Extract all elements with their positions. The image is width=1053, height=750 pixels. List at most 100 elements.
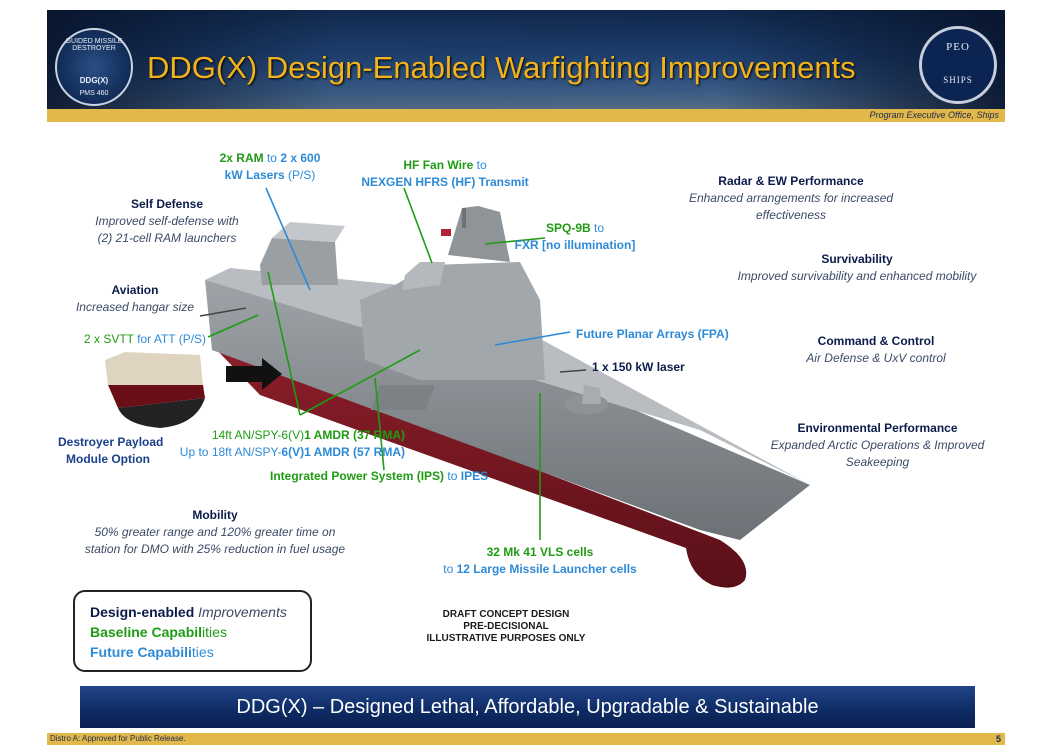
survivability-line: Improved survivability and enhanced mobi… [737, 269, 977, 283]
mast-antenna [462, 208, 466, 228]
leader-svtt [207, 314, 259, 338]
spq-to: to [590, 221, 605, 235]
amdr-callout: 14ft AN/SPY-6(V)1 AMDR (37 RMA) Up to 18… [160, 427, 405, 461]
ips-ipes: IPES [460, 469, 489, 483]
lasers-600: 2 x 600 [280, 151, 321, 165]
legend-baseline-regular: ities [202, 624, 227, 640]
tagline-text: DDG(X) – Designed Lethal, Affordable, Up… [236, 696, 819, 718]
vls-callout: 32 Mk 41 VLS cells to 12 Large Missile L… [430, 544, 650, 578]
leader-fpa [494, 331, 571, 346]
survivability-callout: Survivability Improved survivability and… [712, 251, 1002, 285]
banner-background [47, 10, 1005, 122]
banner-subtitle: Program Executive Office, Ships [869, 110, 999, 120]
hf-to: to [473, 158, 487, 172]
mobility-line1: 50% greater range and 120% greater time … [94, 525, 336, 539]
legend-improvements-italic: Improvements [194, 604, 287, 620]
leader-lines [207, 187, 546, 540]
self-defense-line2: (2) 21-cell RAM launchers [97, 231, 237, 245]
legend-improvements-bold: Design-enabled [90, 604, 195, 620]
mobility-heading: Mobility [192, 508, 238, 522]
payload-module-top [105, 352, 203, 385]
leader-lines-future [265, 187, 571, 346]
draft-line1: DRAFT CONCEPT DESIGN [442, 609, 570, 620]
svtt-att: ATT [153, 332, 176, 346]
leader-hf [403, 187, 433, 264]
amdr-18ft: 18ft AN/SPY- [211, 445, 282, 459]
payload-line2: Module Option [66, 452, 150, 466]
banner-gold-strip [47, 109, 1005, 122]
page-title: DDG(X) Design-Enabled Warfighting Improv… [147, 50, 856, 85]
self-defense-line1: Improved self-defense with [95, 214, 239, 228]
flag [441, 229, 451, 236]
draft-line2: PRE-DECISIONAL [463, 621, 549, 632]
arrow-icon [226, 358, 282, 390]
amdr-upto: Up to [179, 445, 212, 459]
ddgx-seal: GUIDED MISSILE DESTROYER DDG(X) PMS 460 [55, 28, 133, 106]
legend-box: Design-enabled Improvements Baseline Cap… [73, 590, 312, 672]
payload-module-red [108, 385, 205, 408]
spq-callout: SPQ-9B to FXR [no illumination] [505, 220, 645, 254]
mast [448, 206, 510, 262]
hf-callout: HF Fan Wire to NEXGEN HFRS (HF) Transmit [360, 157, 530, 191]
amdr-57: 1 AMDR (57 RMA) [304, 445, 405, 459]
svtt-callout: 2 x SVTT for ATT (P/S) [84, 331, 206, 348]
legend-baseline-bold: Baseline Capabil [90, 624, 203, 640]
mobility-line2: station for DMO with 25% reduction in fu… [84, 542, 346, 556]
leader-laser150 [559, 369, 587, 373]
radar-line2: effectiveness [755, 208, 827, 222]
svtt-ps: (P/S) [175, 332, 207, 346]
lasers-ram: 2x RAM [219, 151, 264, 165]
header-banner: GUIDED MISSILE DESTROYER DDG(X) PMS 460 … [47, 10, 1005, 122]
draft-notice: DRAFT CONCEPT DESIGN PRE-DECISIONAL ILLU… [406, 609, 606, 645]
spq-9b: SPQ-9B [545, 221, 591, 235]
leader-lines-improvement [199, 307, 587, 373]
lasers-to: to [263, 151, 281, 165]
payload-module-base [118, 398, 205, 428]
environmental-heading: Environmental Performance [797, 421, 958, 435]
payload-line1: Destroyer Payload [58, 435, 164, 449]
seal-mid-text: DDG(X) [79, 76, 109, 85]
vls-baseline: 32 Mk 41 VLS cells [486, 545, 594, 559]
hull-lower-red [212, 345, 747, 588]
vls-future: 12 Large Missile Launcher cells [456, 562, 637, 576]
draft-line3: ILLUSTRATIVE PURPOSES ONLY [426, 633, 586, 644]
footer-strip: Distro A: Approved for Public Release. 5 [47, 733, 1005, 745]
self-defense-heading: Self Defense [130, 197, 204, 211]
vls-to: to [443, 562, 457, 576]
mobility-callout: Mobility 50% greater range and 120% grea… [60, 507, 370, 558]
leader-amdr-fwd [299, 349, 421, 416]
peo-ships-logo: PEO SHIPS [919, 26, 997, 104]
aviation-heading: Aviation [111, 283, 159, 297]
page-number: 5 [995, 734, 1001, 744]
seal-top-text: GUIDED MISSILE DESTROYER [65, 38, 123, 52]
environmental-line1: Expanded Arctic Operations & Improved [770, 438, 985, 452]
spq-fxr: FXR [no illumination] [514, 238, 636, 252]
fpa-callout: Future Planar Arrays (FPA) [576, 327, 729, 341]
distribution-statement: Distro A: Approved for Public Release. [50, 734, 186, 743]
environmental-callout: Environmental Performance Expanded Arcti… [755, 420, 1000, 471]
amdr-37: 1 AMDR (37 RMA) [304, 428, 405, 442]
command-line: Air Defense & UxV control [806, 351, 946, 365]
command-callout: Command & Control Air Defense & UxV cont… [766, 333, 986, 367]
aft-deckhouse-top [272, 222, 345, 242]
environmental-line2: Seakeeping [845, 455, 910, 469]
peo-bottom-text: SHIPS [943, 75, 973, 85]
radar-callout: Radar & EW Performance Enhanced arrangem… [676, 173, 906, 224]
legend-baseline: Baseline Capabilities [90, 623, 227, 642]
leader-aviation [199, 307, 247, 317]
ips-to: to [444, 469, 461, 483]
lasers-ps: (P/S) [284, 168, 316, 182]
gun-turret [582, 385, 601, 404]
radar-heading: Radar & EW Performance [718, 174, 864, 188]
legend-future: Future Capabilities [90, 643, 214, 662]
tagline-bar: DDG(X) – Designed Lethal, Affordable, Up… [80, 686, 975, 728]
aviation-callout: Aviation Increased hangar size [60, 282, 210, 316]
hf-nexgen: NEXGEN HFRS (HF) Transmit [361, 175, 529, 189]
lasers-kw: kW Lasers [224, 168, 285, 182]
amdr-14ft: 14ft AN/SPY-6(V) [211, 428, 305, 442]
legend-future-regular: ties [191, 644, 214, 660]
leader-amdr-aft [267, 271, 301, 416]
svtt-baseline: 2 x SVTT [84, 332, 134, 346]
hf-fan-wire: HF Fan Wire [403, 158, 474, 172]
hull-grey [205, 280, 810, 540]
